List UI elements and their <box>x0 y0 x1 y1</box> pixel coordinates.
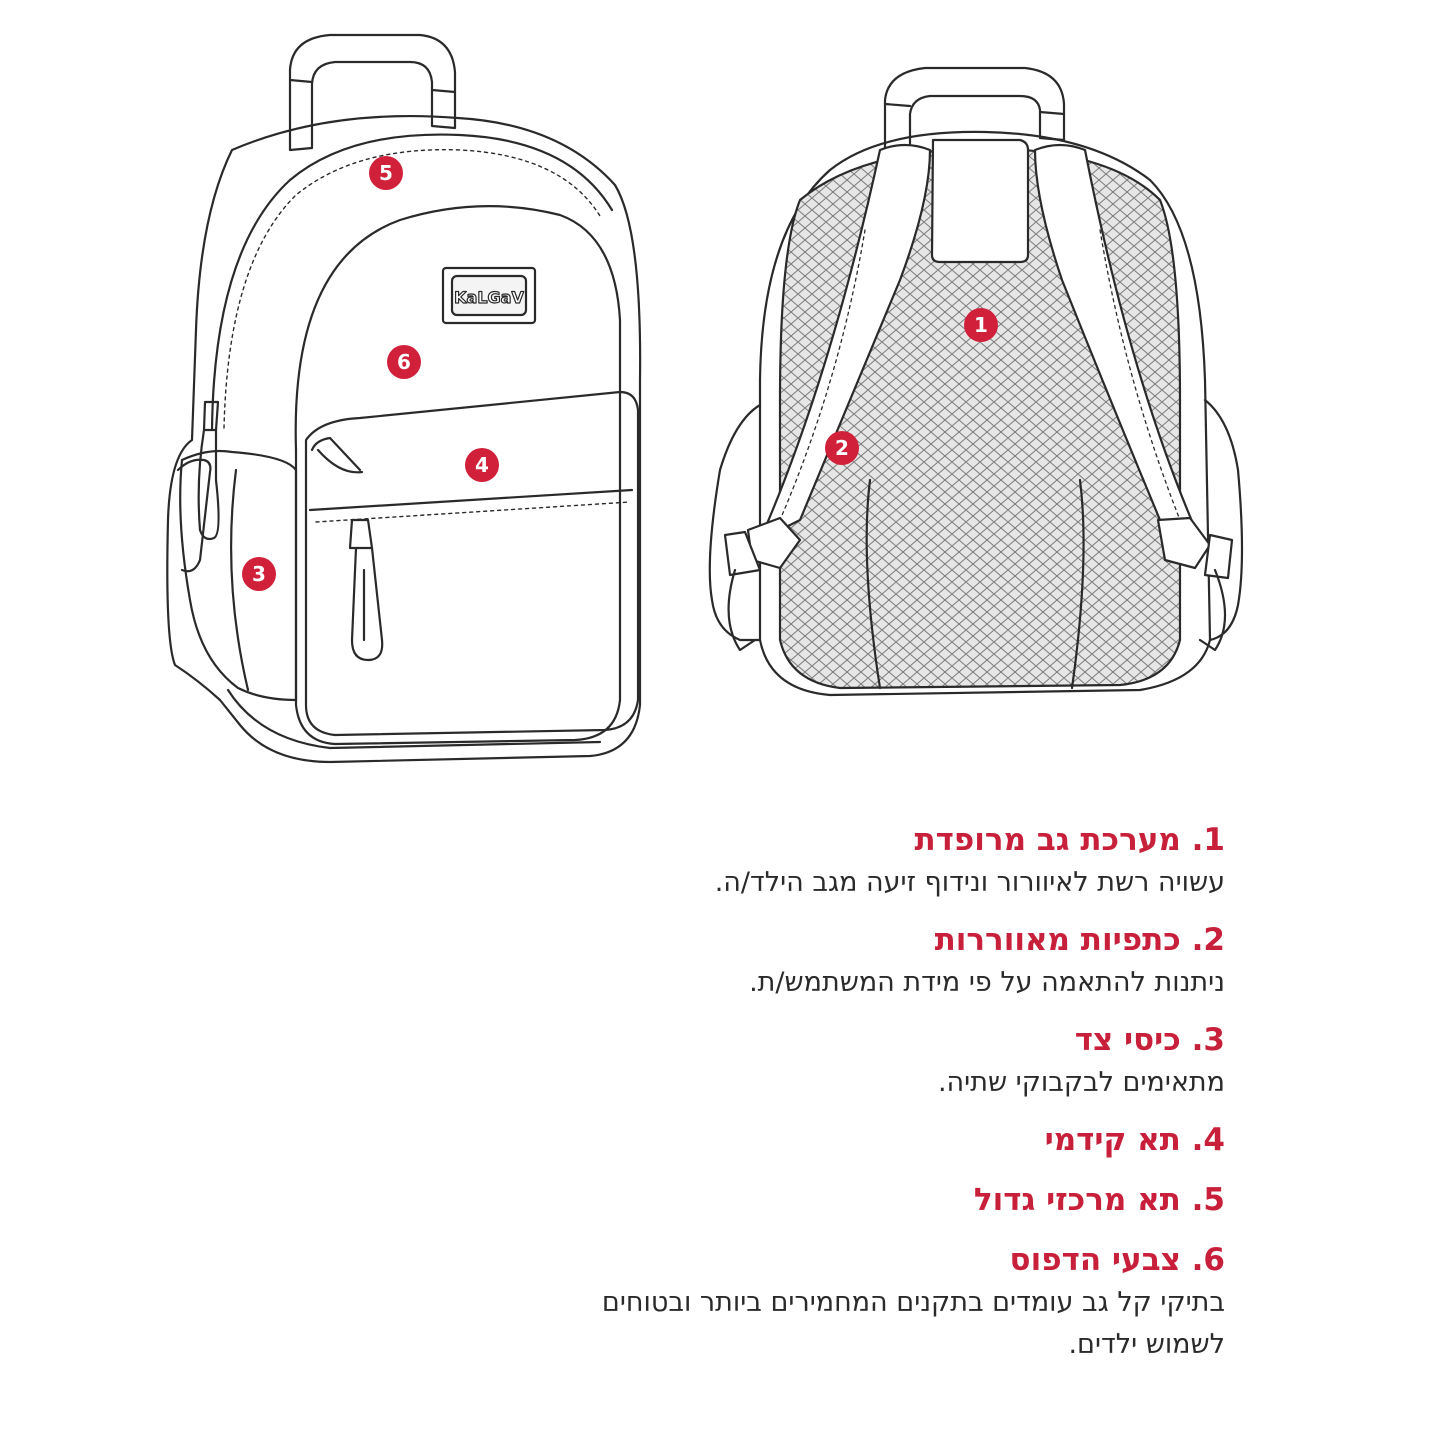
feature-title: 1. מערכת גב מרופדת <box>914 822 1226 858</box>
front-zip-pull <box>348 518 374 550</box>
marker-3: 3 <box>242 557 276 591</box>
feature-description: עשויה רשת לאיוורור ונידוף זיעה מגב הילד/… <box>714 867 1225 898</box>
svg-text:3: 3 <box>252 562 266 586</box>
feature-list: 1. מערכת גב מרופדת עשויה רשת לאיוורור ונ… <box>425 818 1225 1380</box>
feature-item-4: 4. תא קידמי <box>425 1118 1225 1162</box>
brand-patch <box>441 266 537 325</box>
side-pocket <box>179 449 298 702</box>
svg-text:5: 5 <box>379 161 393 185</box>
svg-text:1: 1 <box>974 313 988 337</box>
back-body-outline <box>758 130 1212 697</box>
feature-item-6: 6. צבעי הדפוס בתיקי קל גב עומדים בתקנים … <box>425 1238 1225 1366</box>
feature-title: 2. כתפיות מאווררות <box>934 922 1225 958</box>
left-shoulder-strap <box>758 143 932 542</box>
front-pocket <box>304 390 640 737</box>
front-handle <box>288 33 457 152</box>
svg-text:2: 2 <box>835 436 849 460</box>
svg-text:4: 4 <box>475 453 489 477</box>
front-panel <box>294 205 622 452</box>
marker-5: 5 <box>369 156 403 190</box>
feature-description: ניתנות להתאמה על פי מידת המשתמש/ת. <box>749 967 1225 998</box>
feature-item-3: 3. כיסי צד מתאימים לבקבוקי שתיה. <box>425 1018 1225 1104</box>
back-handle <box>883 66 1066 150</box>
feature-title: 6. צבעי הדפוס <box>1009 1242 1225 1278</box>
feature-item-2: 2. כתפיות מאווררות ניתנות להתאמה על פי מ… <box>425 918 1225 1004</box>
feature-description: בתיקי קל גב עומדים בתקנים המחמירים ביותר… <box>601 1287 1225 1360</box>
front-body-outline <box>166 114 642 764</box>
marker-6: 6 <box>387 345 421 379</box>
main-zipper <box>210 133 614 432</box>
feature-item-1: 1. מערכת גב מרופדת עשויה רשת לאיוורור ונ… <box>425 818 1225 904</box>
right-strap-buckle <box>1156 516 1212 570</box>
brand-logo-text: KaLGaV <box>454 288 524 307</box>
feature-title: 5. תא מרכזי גדול <box>973 1182 1225 1218</box>
backpack-back-view <box>708 66 1244 697</box>
backpack-diagram: KaLGaV <box>166 33 1244 764</box>
marker-1: 1 <box>964 308 998 342</box>
backpack-front-view: KaLGaV <box>166 33 642 764</box>
feature-title: 4. תא קידמי <box>1044 1122 1225 1158</box>
feature-title: 3. כיסי צד <box>1074 1022 1225 1058</box>
feature-description: מתאימים לבקבוקי שתיה. <box>937 1067 1225 1098</box>
svg-text:6: 6 <box>397 350 411 374</box>
marker-2: 2 <box>825 431 859 465</box>
marker-4: 4 <box>465 448 499 482</box>
feature-item-5: 5. תא מרכזי גדול <box>425 1178 1225 1222</box>
